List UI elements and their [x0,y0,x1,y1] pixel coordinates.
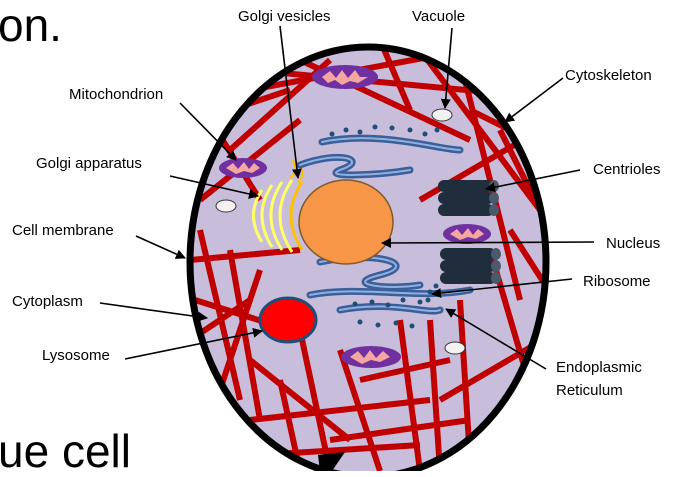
mitochondrion [312,65,378,89]
label-cytoskeleton: Cytoskeleton [565,67,652,84]
mitochondrion [443,224,491,244]
label-lysosome: Lysosome [42,347,110,364]
label-cytoplasm: Cytoplasm [12,293,83,310]
mitochondrion [341,346,401,368]
mitochondrion [219,158,267,178]
label-ribosome: Ribosome [583,273,651,290]
label-cell-membrane: Cell membrane [12,222,114,239]
label-endoplasmic-reticulum-line1: Endoplasmic [556,359,642,376]
label-endoplasmic-reticulum-line2: Reticulum [556,382,623,399]
nucleus [299,180,393,264]
label-mitochondrion: Mitochondrion [69,86,163,103]
centriole [438,180,499,216]
lysosome [260,298,316,342]
label-nucleus: Nucleus [606,235,660,252]
label-golgi-apparatus: Golgi apparatus [36,155,142,172]
vesicle [216,200,236,212]
label-golgi-vesicles: Golgi vesicles [238,8,331,25]
vacuole [432,109,452,121]
label-centrioles: Centrioles [593,161,661,178]
label-vacuole: Vacuole [412,8,465,25]
vacuole [445,342,465,354]
centriole [440,248,501,284]
